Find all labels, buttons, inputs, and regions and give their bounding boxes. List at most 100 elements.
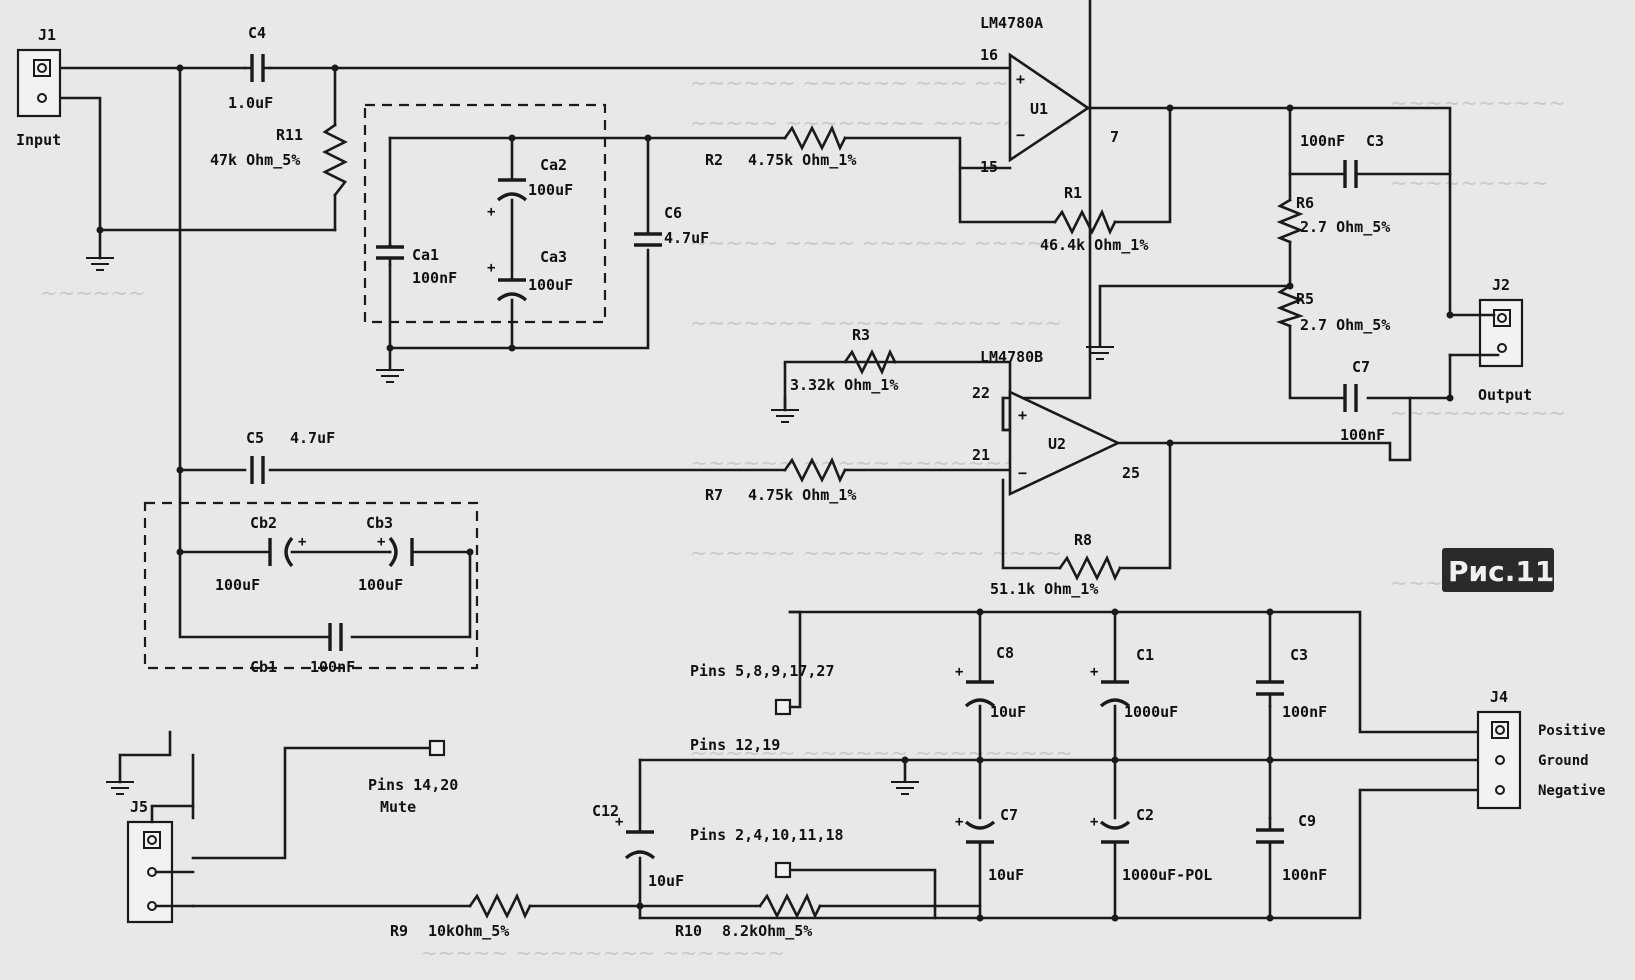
capacitor-cb2: + Cb2 100uF [215, 514, 306, 594]
ca2-value: 100uF [528, 181, 573, 199]
c3b-value: 100nF [1282, 703, 1327, 721]
cb-filter-enclosure [143, 501, 479, 670]
u1-pin-minus: 15 [980, 158, 998, 176]
resistor-r11: R11 47k Ohm_5% [210, 123, 348, 197]
c3-ref: C3 [1366, 132, 1384, 150]
r6-ref: R6 [1296, 194, 1314, 212]
r1-ref: R1 [1064, 184, 1082, 202]
neg-pins-label: Pins 2,4,10,11,18 [690, 826, 844, 844]
capacitor-c1: + C1 1000uF [1090, 646, 1178, 721]
ca-filter-enclosure [363, 103, 607, 324]
figure-caption-text: Рис.11 [1448, 555, 1554, 588]
r7-value: 4.75k Ohm_1% [748, 486, 856, 504]
cb2-ref: Cb2 [250, 514, 277, 532]
capacitor-cb3: + Cb3 100uF [358, 514, 414, 594]
c7-ref: C7 [1352, 358, 1370, 376]
svg-text:+: + [955, 814, 963, 830]
capacitor-c3-supply: C3 100nF [1256, 646, 1327, 721]
supply-pins-label: Pins 5,8,9,17,27 [690, 662, 835, 680]
resistor-r2: R2 4.75k Ohm_1% [705, 124, 856, 169]
u1-part: LM4780A [980, 14, 1043, 32]
capacitor-ca2: + Ca2 100uF [487, 156, 573, 220]
r8-ref: R8 [1074, 531, 1092, 549]
opamp-u2: + − U2 LM4780B 22 21 25 [972, 348, 1140, 497]
ca2-ref: Ca2 [540, 156, 567, 174]
ca3-ref: Ca3 [540, 248, 567, 266]
c1-ref: C1 [1136, 646, 1154, 664]
capacitor-c12: + C12 10uF [592, 802, 684, 890]
c5-ref: C5 [246, 429, 264, 447]
capacitor-c6: C6 4.7uF [634, 204, 709, 247]
r3-ref: R3 [852, 326, 870, 344]
svg-text:+: + [487, 260, 495, 276]
input-jack-j1[interactable]: J1 Input [16, 26, 61, 149]
c4-ref: C4 [248, 24, 266, 42]
j1-ref: J1 [38, 26, 56, 44]
capacitor-ca3: + Ca3 100uF [487, 248, 573, 302]
ground-symbol [1086, 346, 1114, 360]
output-jack-j2[interactable]: J2 Output [1448, 276, 1532, 404]
c7b-value: 10uF [988, 866, 1024, 884]
c12-value: 10uF [648, 872, 684, 890]
c6-ref: C6 [664, 204, 682, 222]
junction-dots [96, 64, 1454, 922]
c6-value: 4.7uF [664, 229, 709, 247]
svg-text:~~~~~~ ~~~~~~ ~~~ ~~~~~: ~~~~~~ ~~~~~~ ~~~ ~~~~~ [690, 71, 1062, 95]
svg-text:~~~~~~: ~~~~~~ [40, 281, 146, 305]
c2-ref: C2 [1136, 806, 1154, 824]
svg-text:+: + [1018, 406, 1027, 424]
capacitor-c3-output: 100nF C3 [1288, 132, 1452, 188]
cb1-value: 100nF [310, 658, 355, 676]
r7-ref: R7 [705, 486, 723, 504]
cb3-ref: Cb3 [366, 514, 393, 532]
svg-text:+: + [1090, 664, 1098, 680]
u1-ref: U1 [1030, 100, 1048, 118]
ground-symbol [891, 781, 919, 795]
resistor-r1: R1 46.4k Ohm_1% [1040, 184, 1148, 254]
c8-value: 10uF [990, 703, 1026, 721]
ca1-ref: Ca1 [412, 246, 439, 264]
c7-value: 100nF [1340, 426, 1385, 444]
c2-value: 1000uF-POL [1122, 866, 1212, 884]
resistor-r3: R3 3.32k Ohm_1% [790, 326, 898, 394]
c3-value: 100nF [1300, 132, 1345, 150]
u2-pin-plus: 22 [972, 384, 990, 402]
ground-pins-label: Pins 12,19 [690, 736, 780, 754]
capacitor-c4: C4 1.0uF [228, 24, 273, 112]
svg-text:~~~~~~ ~~~~~~~ ~~~ ~~~~: ~~~~~~ ~~~~~~~ ~~~ ~~~~ [690, 541, 1062, 565]
u2-ref: U2 [1048, 435, 1066, 453]
wires [58, 0, 1492, 920]
capacitor-c7-supply: + C7 10uF [955, 806, 1024, 884]
ca3-value: 100uF [528, 276, 573, 294]
svg-text:+: + [615, 814, 623, 830]
r11-ref: R11 [276, 126, 303, 144]
u2-pin-minus: 21 [972, 446, 990, 464]
svg-text:~~~~~ ~~~~~~~~ ~~~~~~~: ~~~~~ ~~~~~~~~ ~~~~~~~ [420, 941, 785, 965]
j4-pin-ground: Ground [1538, 753, 1589, 769]
j5-ref: J5 [130, 798, 148, 816]
u1-pin-plus: 16 [980, 46, 998, 64]
c9-value: 100nF [1282, 866, 1327, 884]
r2-ref: R2 [705, 151, 723, 169]
c9-ref: C9 [1298, 812, 1316, 830]
r10-ref: R10 [675, 922, 702, 940]
j2-ref: J2 [1492, 276, 1510, 294]
mute-pins-pad: Pins 14,20 Mute [368, 739, 458, 816]
mute-jack-j5[interactable]: J5 [126, 798, 195, 924]
u2-part: LM4780B [980, 348, 1043, 366]
r5-value: 2.7 Ohm_5% [1300, 316, 1390, 334]
mute-label: Mute [380, 798, 416, 816]
ground-pins-label-group: Pins 12,19 [690, 736, 780, 754]
u2-pin-out: 25 [1122, 464, 1140, 482]
mute-pins-label: Pins 14,20 [368, 776, 458, 794]
r6-value: 2.7 Ohm_5% [1300, 218, 1390, 236]
c5-value: 4.7uF [290, 429, 335, 447]
power-jack-j4[interactable]: J4 Positive Ground Negative [1476, 688, 1605, 810]
ground-symbol [106, 781, 134, 795]
capacitor-ca1: Ca1 100nF [376, 243, 457, 287]
capacitor-c5: C5 4.7uF [246, 429, 335, 484]
j1-label: Input [16, 131, 61, 149]
c1-value: 1000uF [1124, 703, 1178, 721]
j4-pin-positive: Positive [1538, 723, 1605, 739]
